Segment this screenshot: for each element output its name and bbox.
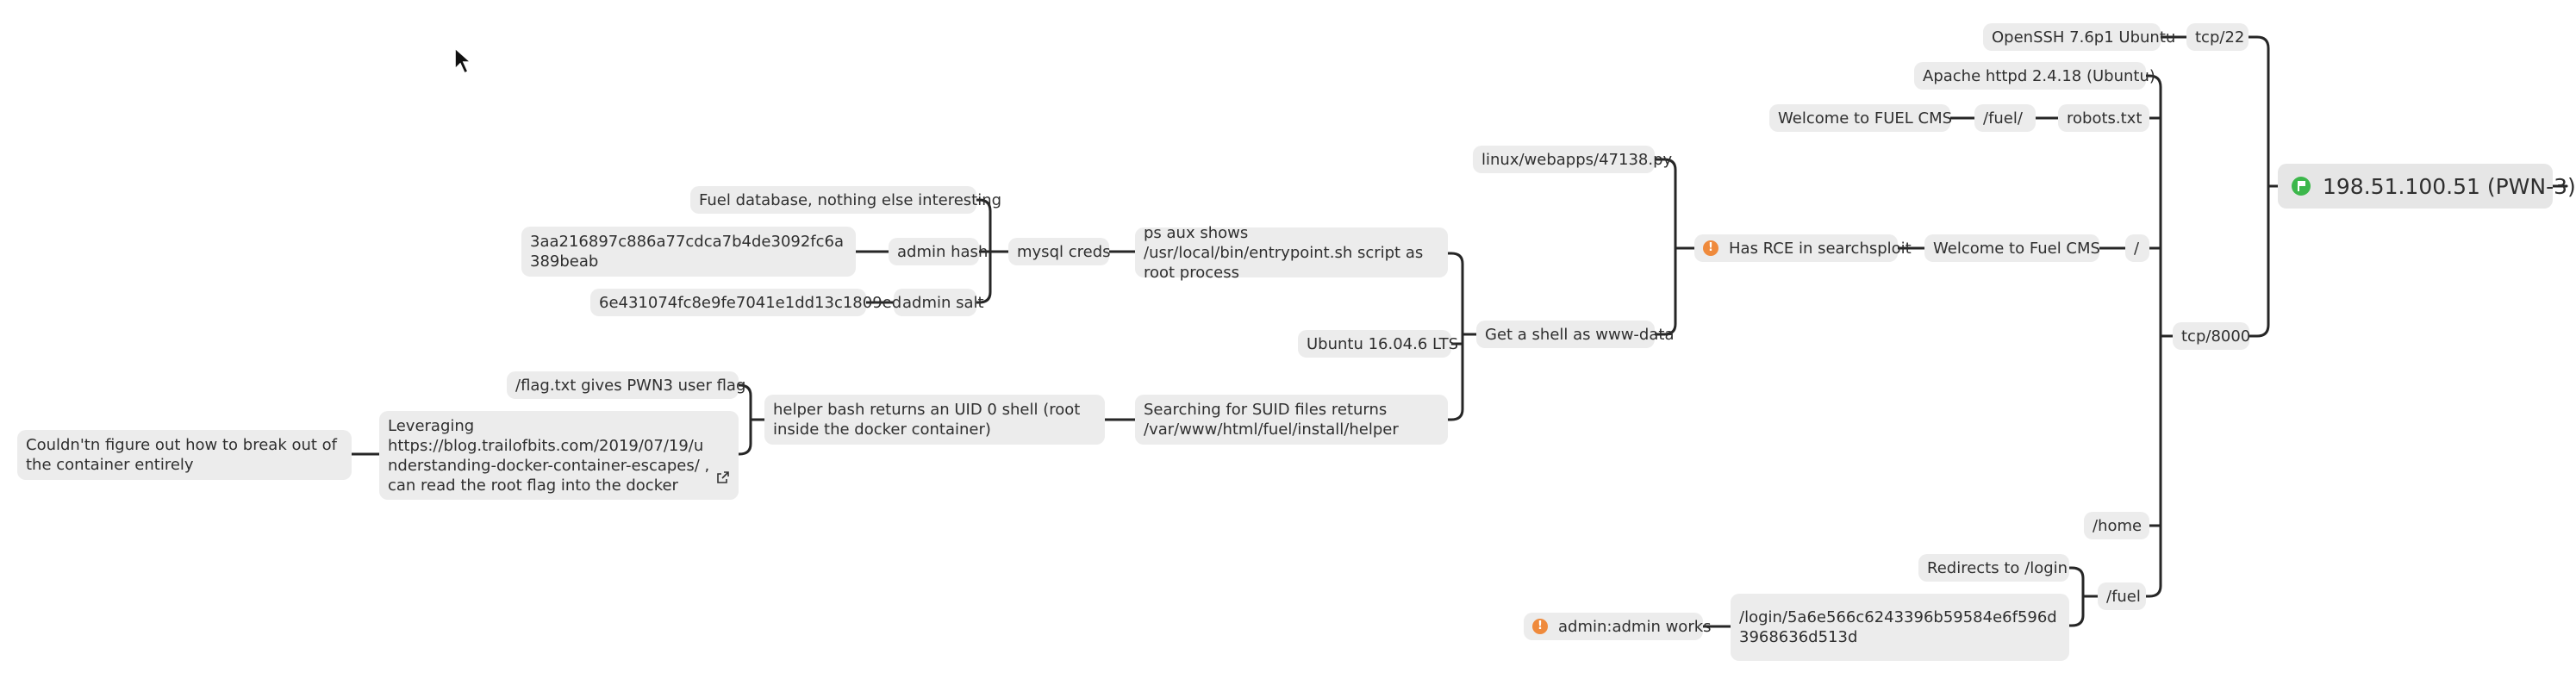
openssh-node[interactable]: OpenSSH 7.6p1 Ubuntu xyxy=(1983,23,2175,51)
salt-value-label: 6e431074fc8e9fe7041e1dd13c1809ed xyxy=(599,293,902,312)
edge-tcp8000-children xyxy=(2144,74,2174,598)
home-label: /home xyxy=(2093,516,2143,535)
leveraging-label: Leveraging https://blog.trailofbits.com/… xyxy=(388,416,710,495)
apache-node[interactable]: Apache httpd 2.4.18 (Ubuntu) xyxy=(1914,62,2155,90)
mysql-creds-node[interactable]: mysql creds xyxy=(1008,238,1111,265)
edge-helper-children xyxy=(737,383,766,456)
redirects-label: Redirects to /login xyxy=(1927,558,2068,577)
hash-value-label: 3aa216897c886a77cdca7b4de3092fc6a389beab xyxy=(530,233,845,271)
welcome-fuel-caps-label: Welcome to FUEL CMS xyxy=(1778,109,1953,128)
leveraging-node[interactable]: Leveraging https://blog.trailofbits.com/… xyxy=(379,411,739,500)
exploit-node[interactable]: linux/webapps/47138.py xyxy=(1473,146,1672,173)
ubuntu-version-label: Ubuntu 16.04.6 LTS xyxy=(1307,334,1459,353)
suid-node[interactable]: Searching for SUID files returns /var/ww… xyxy=(1135,395,1448,445)
port-tcp22-label: tcp/22 xyxy=(2195,28,2245,47)
salt-value-node[interactable]: 6e431074fc8e9fe7041e1dd13c1809ed xyxy=(590,289,901,316)
helper-shell-label: helper bash returns an UID 0 shell (root… xyxy=(773,401,1081,439)
target-host-node[interactable]: 198.51.100.51 (PWN-3) xyxy=(2278,164,2576,209)
welcome-fuel-label: Welcome to Fuel CMS xyxy=(1933,239,2100,258)
login-hash-node[interactable]: /login/5a6e566c6243396b59584e6f596d39686… xyxy=(1731,594,2069,661)
has-rce-label: Has RCE in searchsploit xyxy=(1729,239,1912,258)
admin-salt-node[interactable]: admin salt xyxy=(894,289,984,316)
flag-txt-label: /flag.txt gives PWN3 user flag xyxy=(515,376,746,395)
admin-admin-node[interactable]: ! admin:admin works xyxy=(1524,613,1712,640)
port-tcp8000-node[interactable]: tcp/8000 xyxy=(2173,322,2251,350)
fuel-path-label: /fuel/ xyxy=(1983,109,2023,128)
welcome-fuel-caps-node[interactable]: Welcome to FUEL CMS xyxy=(1769,104,1953,132)
admin-salt-label: admin salt xyxy=(902,293,984,312)
helper-shell-node[interactable]: helper bash returns an UID 0 shell (root… xyxy=(764,395,1105,445)
couldnt-break-node[interactable]: Couldn'tn figure out how to break out of… xyxy=(17,430,352,480)
admin-admin-label: admin:admin works xyxy=(1558,617,1712,636)
hash-value-node[interactable]: 3aa216897c886a77cdca7b4de3092fc6a389beab xyxy=(521,227,856,277)
suid-label: Searching for SUID files returns /var/ww… xyxy=(1144,401,1399,439)
edge-root-ports xyxy=(2247,35,2280,338)
flag-icon xyxy=(2292,177,2311,196)
has-rce-node[interactable]: ! Has RCE in searchsploit xyxy=(1694,234,1912,262)
fuel-db-label: Fuel database, nothing else interesting xyxy=(699,190,1002,209)
external-link-icon[interactable] xyxy=(716,470,730,484)
port-tcp8000-label: tcp/8000 xyxy=(2181,327,2251,346)
fuel-db-node[interactable]: Fuel database, nothing else interesting xyxy=(690,186,1001,214)
mouse-cursor-icon xyxy=(454,47,473,75)
redirects-node[interactable]: Redirects to /login xyxy=(1918,554,2069,582)
ps-aux-node[interactable]: ps aux shows /usr/local/bin/entrypoint.s… xyxy=(1135,224,1448,282)
fuel-dir-label: /fuel xyxy=(2106,587,2141,606)
login-hash-label: /login/5a6e566c6243396b59584e6f596d39686… xyxy=(1739,608,2057,646)
home-node[interactable]: /home xyxy=(2084,512,2149,539)
edge-fuel-children xyxy=(2068,566,2099,627)
ps-aux-label: ps aux shows /usr/local/bin/entrypoint.s… xyxy=(1144,223,1424,282)
slash-label: / xyxy=(2134,239,2140,258)
slash-node[interactable]: / xyxy=(2125,234,2149,262)
port-tcp22-node[interactable]: tcp/22 xyxy=(2186,23,2249,51)
flag-txt-node[interactable]: /flag.txt gives PWN3 user flag xyxy=(507,371,745,399)
robots-label: robots.txt xyxy=(2067,109,2143,128)
fuel-path-node[interactable]: /fuel/ xyxy=(1974,104,2036,132)
edge-shell-children xyxy=(1446,252,1478,421)
shell-label: Get a shell as www-data xyxy=(1485,325,1675,344)
shell-node[interactable]: Get a shell as www-data xyxy=(1476,321,1674,348)
ubuntu-version-node[interactable]: Ubuntu 16.04.6 LTS xyxy=(1298,330,1458,358)
openssh-label: OpenSSH 7.6p1 Ubuntu xyxy=(1992,28,2176,47)
mysql-creds-label: mysql creds xyxy=(1017,242,1111,261)
robots-node[interactable]: robots.txt xyxy=(2058,104,2149,132)
apache-label: Apache httpd 2.4.18 (Ubuntu) xyxy=(1923,66,2155,85)
edge-mysql-children xyxy=(975,198,1010,304)
edge-rce-children xyxy=(1653,158,1696,336)
admin-hash-label: admin hash xyxy=(897,242,989,261)
alert-icon: ! xyxy=(1532,619,1548,634)
alert-icon: ! xyxy=(1703,240,1718,256)
admin-hash-node[interactable]: admin hash xyxy=(889,238,988,265)
welcome-fuel-node[interactable]: Welcome to Fuel CMS xyxy=(1924,234,2100,262)
target-host-label: 198.51.100.51 (PWN-3) xyxy=(2323,173,2576,199)
exploit-label: linux/webapps/47138.py xyxy=(1481,150,1673,169)
fuel-dir-node[interactable]: /fuel xyxy=(2098,582,2146,610)
couldnt-break-label: Couldn'tn figure out how to break out of… xyxy=(26,436,338,474)
